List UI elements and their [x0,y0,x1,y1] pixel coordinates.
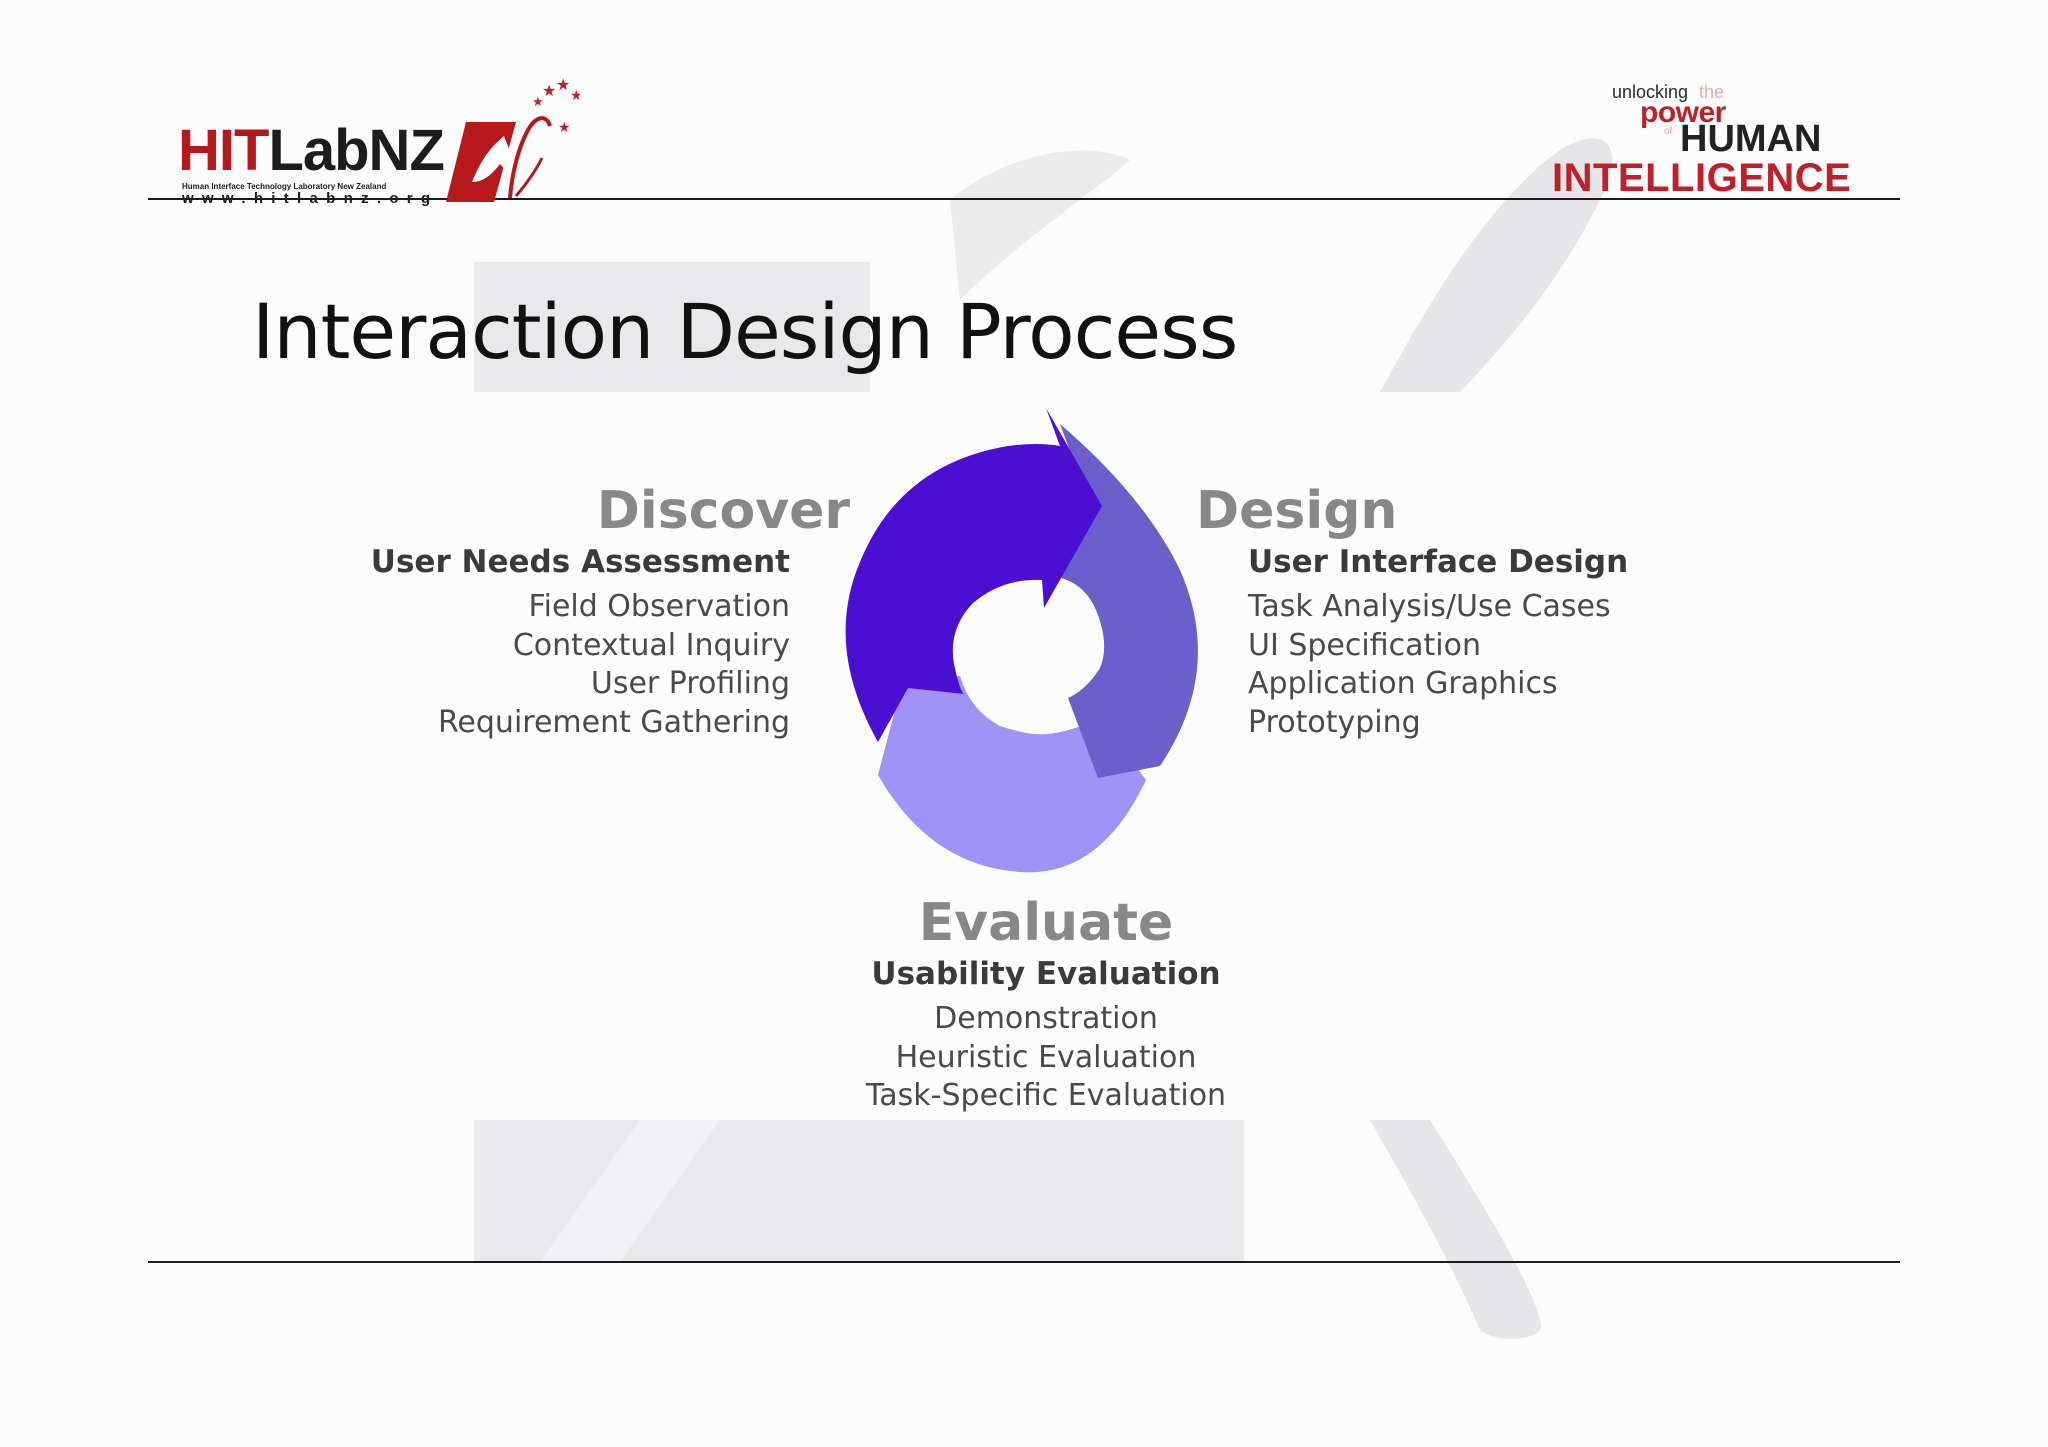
list-item: Contextual Inquiry [512,627,790,663]
list-item: Field Observation [528,589,790,624]
list-item: Task-Specific Evaluation [865,1078,1227,1113]
discover-title: Discover [596,481,850,541]
logo-brand-lab: LabNZ [268,118,444,183]
phase-design: Design User Interface Design Task Analys… [1196,480,1629,742]
logo-of: of [1664,126,1673,137]
hitlabnz-logo: HITLabNZ Human Interface Technology Labo… [178,78,598,206]
logo-the: the [1699,82,1725,102]
list-item: Heuristic Evaluation [895,1039,1197,1075]
discover-arrow [845,408,1102,742]
design-heading: User Interface Design [1248,544,1629,580]
logo-unlocking: unlocking [1612,82,1689,102]
logo-brand-hit: HIT [178,118,269,183]
svg-text:★: ★ [558,120,571,136]
list-item: Prototyping [1248,704,1421,740]
page-title: Interaction Design Process [252,286,1238,376]
logo-wordmark: HITLabNZ [178,122,445,180]
logo-url: www.hitlabnz.org [182,190,439,207]
list-item: Task Analysis/Use Cases [1248,589,1611,624]
evaluate-arrow [878,676,1146,873]
discover-heading: User Needs Assessment [370,544,790,580]
logo-human: HUMAN [1680,118,1822,160]
logo-intelligence: INTELLIGENCE [1552,156,1852,200]
logo-subtitle: Human Interface Technology Laboratory Ne… [182,182,387,191]
svg-text:★: ★ [542,81,556,100]
logo-power: power [1640,96,1726,129]
logo-stars-figure-icon: ★ ★ ★ ★ ★ [446,78,580,202]
design-list: Task Analysis/Use Cases UI Specification… [1248,588,1628,742]
evaluate-list: Demonstration Heuristic Evaluation Task-… [866,1000,1226,1116]
svg-text:★: ★ [570,88,580,104]
list-item: Application Graphics [1248,666,1558,701]
list-item: Demonstration [934,1001,1158,1036]
discover-list: Field Observation Contextual Inquiry Use… [371,588,790,742]
evaluate-heading: Usability Evaluation [871,956,1221,992]
svg-text:★: ★ [532,95,544,110]
phase-discover: Discover User Needs Assessment Field Obs… [370,480,850,742]
design-title: Design [1196,481,1398,541]
unlocking-power-logo: unlocking the power of HUMAN INTELLIGENC… [1540,76,1900,200]
list-item: Requirement Gathering [437,704,790,740]
cycle-diagram [845,408,1198,873]
phase-evaluate: Evaluate Usability Evaluation Demonstrat… [866,892,1226,1116]
list-item: User Profiling [590,666,790,701]
header-rule [148,198,1900,200]
svg-text:★: ★ [556,78,570,94]
footer-rule [148,1261,1900,1263]
evaluate-title: Evaluate [918,893,1174,953]
list-item: UI Specification [1248,627,1481,663]
